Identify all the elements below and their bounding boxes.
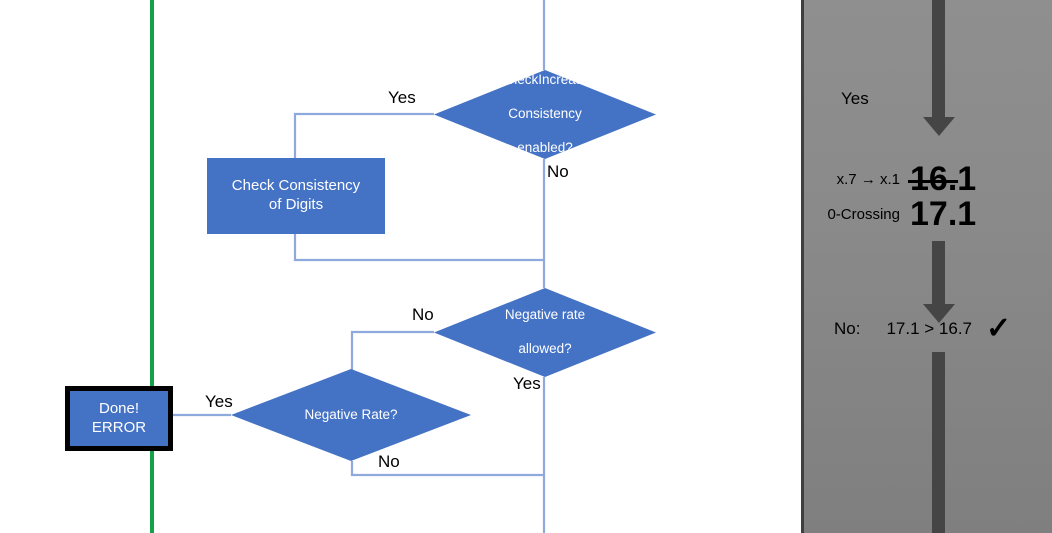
comparison-row: x.7 → x.1 16.1	[808, 162, 1048, 197]
flow-connectors	[173, 0, 546, 533]
node-label-line2: of Digits	[268, 196, 324, 213]
edge-yes-to-check-digits	[293, 112, 434, 158]
node-label-line2: allowed?	[518, 340, 572, 356]
flow-arrow-shaft-bottom	[932, 352, 945, 533]
comparison-row: 0-Crossing 17.1	[808, 194, 1048, 233]
node-label-line2: ERROR	[91, 418, 147, 436]
green-guide-line	[150, 0, 154, 533]
edge-check-digits-return	[293, 234, 544, 262]
node-done-error[interactable]: Done! ERROR	[65, 386, 173, 451]
result-expression: 17.1 > 16.7	[886, 319, 973, 338]
flow-arrow-head-middle	[923, 304, 955, 323]
node-check-consistency-of-digits[interactable]: Check Consistency of Digits	[207, 158, 385, 234]
node-label-line1: Done!	[98, 399, 140, 417]
flow-arrow-shaft-top	[932, 0, 945, 118]
edge-no-from-negative-rate	[350, 461, 544, 477]
edge-label-yes-done-error: Yes	[205, 392, 233, 411]
edge-label-yes-negative-allowed: Yes	[513, 374, 541, 393]
comparison-row-label: 0-Crossing	[827, 205, 900, 223]
panel-branch-label-yes: Yes	[841, 89, 869, 108]
checkmark-icon: ✓	[986, 312, 1012, 345]
comparison-row-value-struck: 16.1	[907, 160, 977, 198]
edge-label-yes-check-digits: Yes	[388, 88, 416, 107]
panel-result-line: No: 17.1 > 16.7 ✓	[834, 314, 1011, 344]
node-label-line2: Consistency	[508, 106, 582, 122]
edge-label-no-check-increase: No	[547, 162, 569, 181]
result-prefix: No:	[834, 319, 861, 338]
node-label-line3: enabled?	[517, 139, 573, 155]
flow-arrow-head-top	[923, 117, 955, 136]
node-label-line1: Negative Rate?	[304, 406, 398, 422]
node-label-line1: Check Consistency	[231, 177, 361, 195]
comparison-row-value: 17.1	[910, 194, 977, 233]
flow-arrow-shaft-middle	[932, 241, 945, 305]
annotation-panel: Yes x.7 → x.1 16.1 0-Crossing 17.1 No: 1…	[801, 0, 1052, 533]
edge-label-no-negative-allowed: No	[412, 305, 434, 324]
edge-label-no-negative-rate: No	[378, 452, 400, 471]
panel-comparison-values: x.7 → x.1 16.1 0-Crossing 17.1	[808, 162, 1048, 231]
node-label-line1: Negative rate	[504, 307, 586, 323]
comparison-row-label: x.7 → x.1	[836, 170, 900, 188]
